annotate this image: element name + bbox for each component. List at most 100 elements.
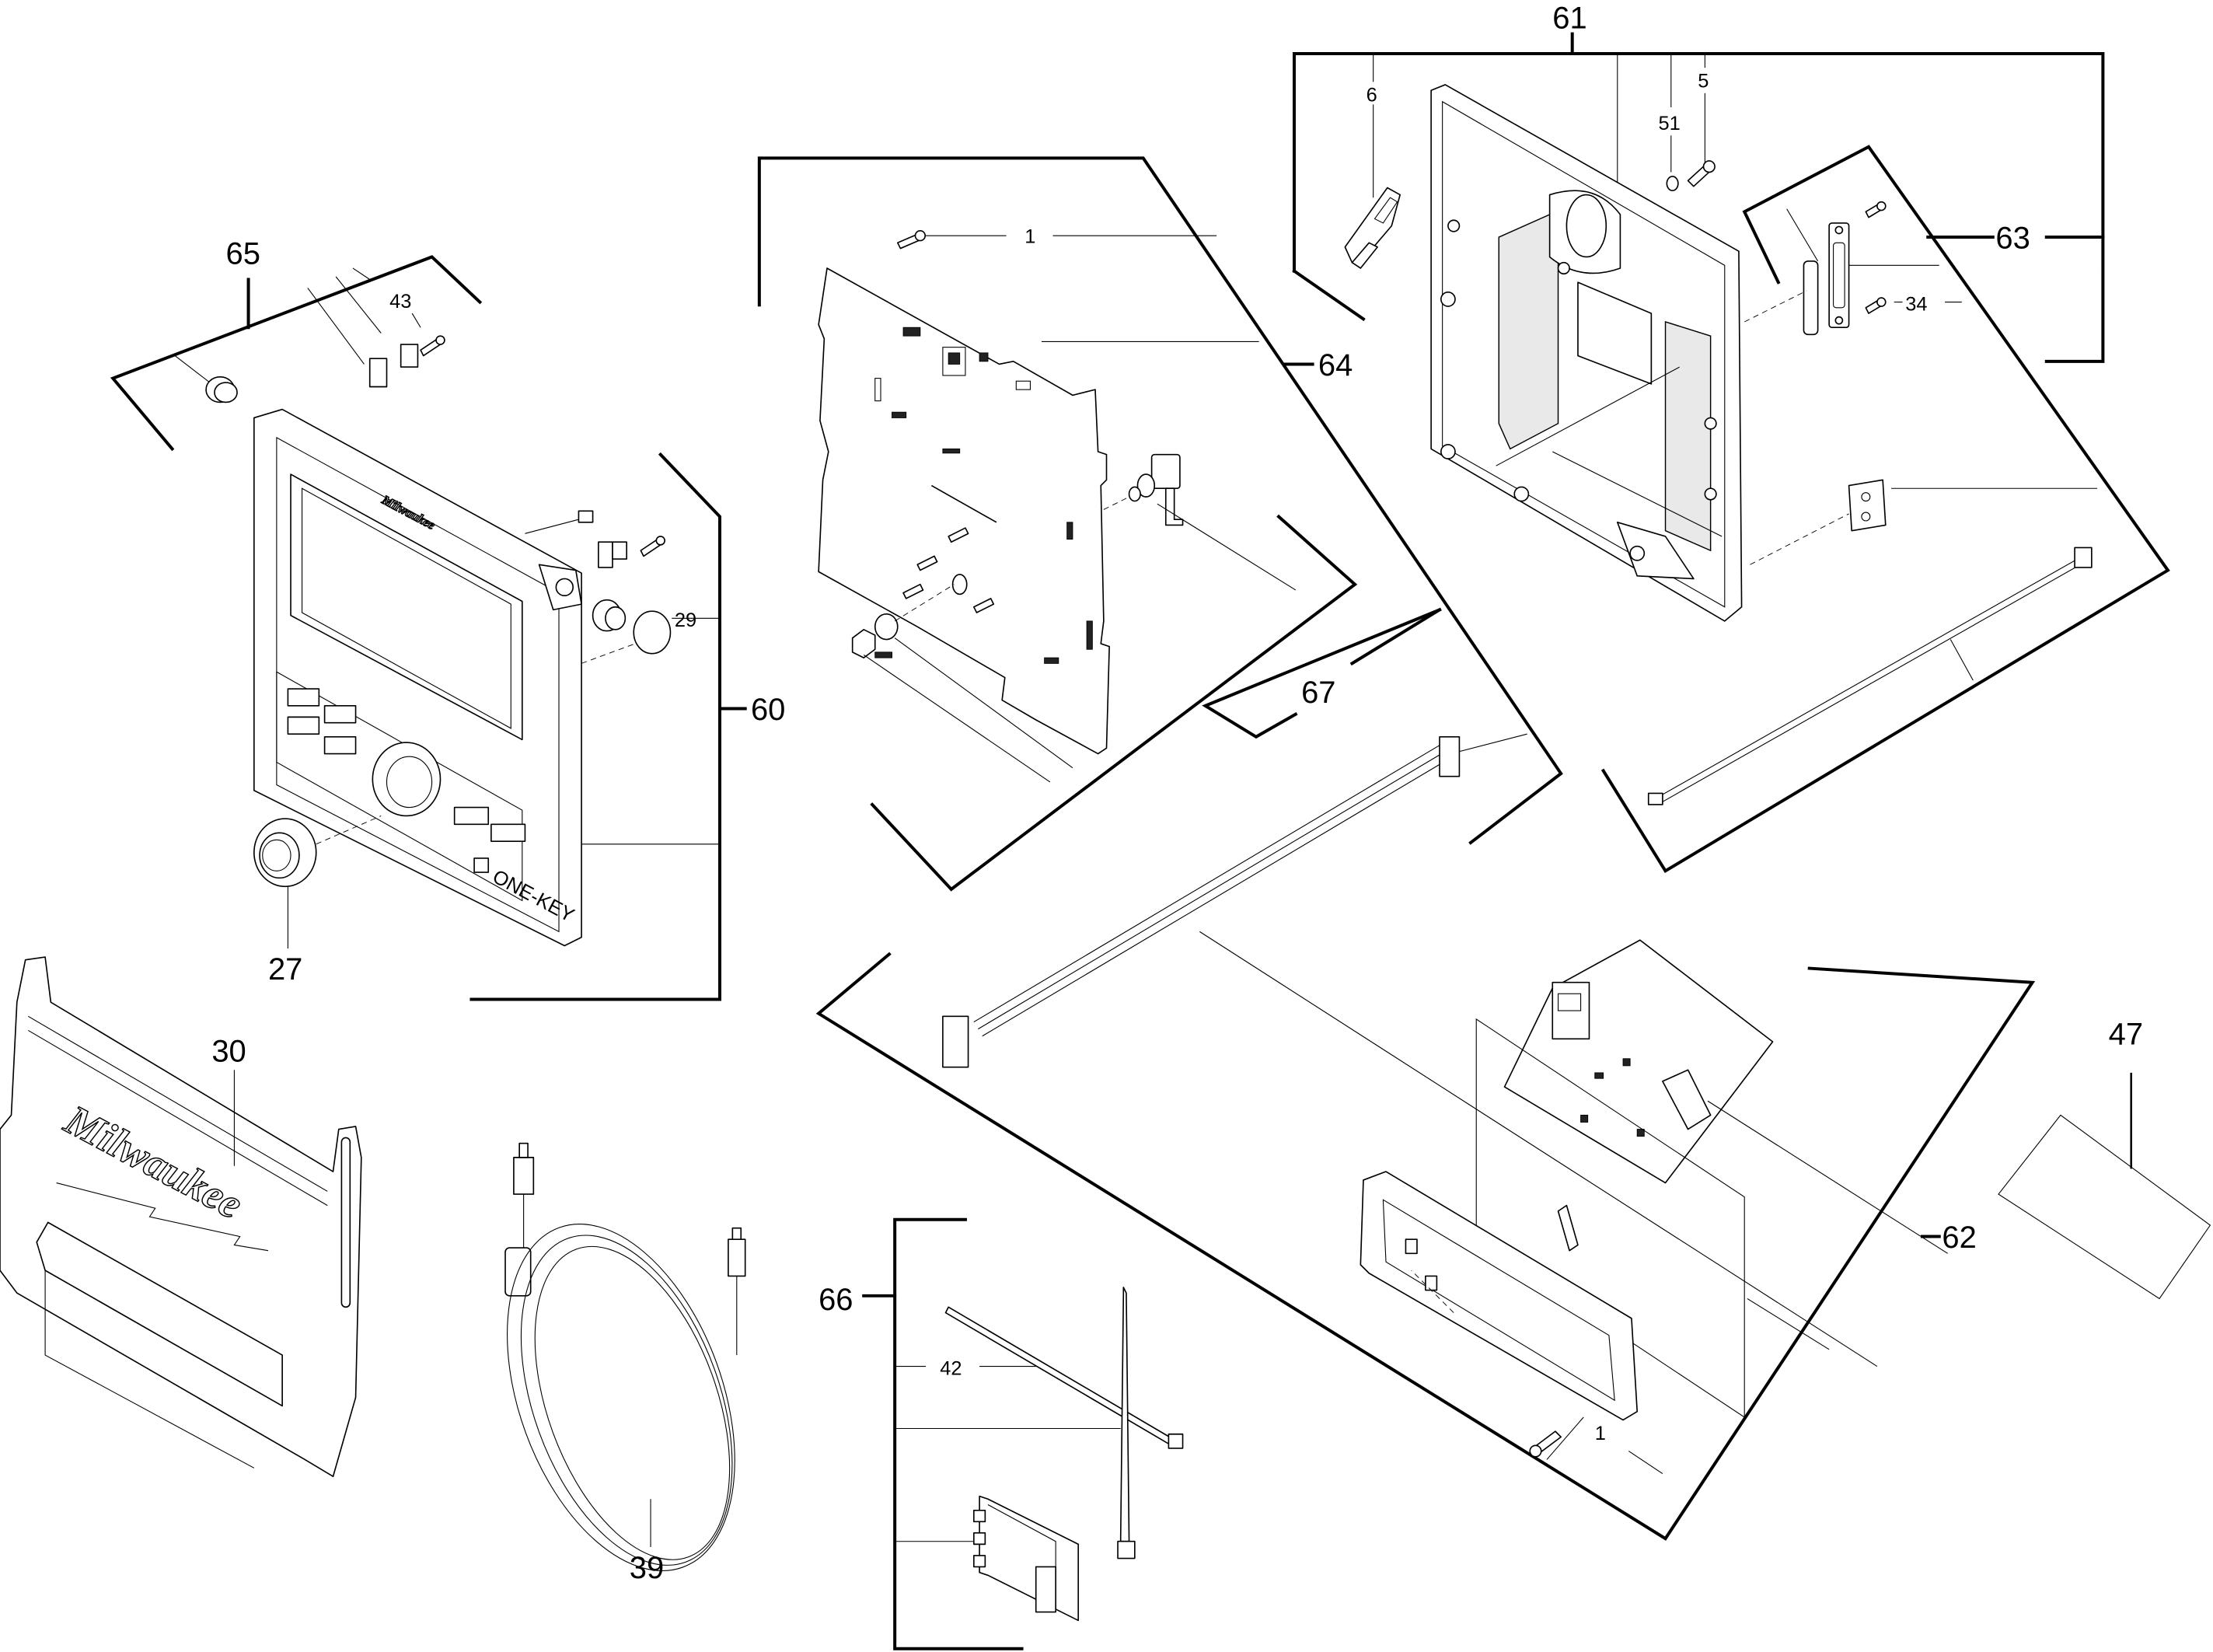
- screw-internal: [1557, 1204, 1579, 1252]
- leader-43b: [411, 313, 421, 328]
- callout-27[interactable]: 27: [268, 952, 302, 987]
- usb-gasket: [1475, 1018, 1745, 1418]
- button-cap: [205, 375, 238, 403]
- knob-27: [253, 818, 317, 888]
- leader-nut: [863, 655, 1051, 783]
- bracket-62: [815, 952, 2036, 1541]
- bracket-67-lower: [1202, 607, 1442, 739]
- group-60-front-housing: 60 29 ONE-KEY Milwaukee: [253, 408, 785, 1001]
- o-ring-dash: [581, 643, 636, 664]
- bracket-65: [110, 255, 483, 452]
- callout-63[interactable]: 63: [1995, 222, 2030, 256]
- bracket-66: [893, 1217, 1024, 1650]
- leader-gasket: [1747, 1298, 1830, 1350]
- callout-47[interactable]: 47: [2109, 1018, 2143, 1052]
- main-pcb: [818, 267, 1110, 755]
- knob-dash: [316, 816, 382, 845]
- bracket-61-diag: [1292, 268, 1366, 322]
- button-plate: [400, 344, 419, 368]
- knob-ring: [372, 742, 442, 817]
- callout-67[interactable]: 67: [1301, 676, 1335, 710]
- label-part-47: 47: [1998, 1018, 2211, 1300]
- callout-43[interactable]: 43: [389, 291, 411, 313]
- housing-plate: [612, 541, 627, 560]
- callout-65[interactable]: 65: [226, 237, 260, 271]
- lock-washer: [874, 613, 899, 641]
- rear-housing-part: [1430, 84, 1743, 622]
- washer-51: [1666, 176, 1679, 191]
- frame-dash: [1411, 1270, 1454, 1313]
- leader-long-cable: [1949, 639, 1974, 681]
- hinge-bracket: [1828, 222, 1850, 329]
- callout-64[interactable]: 64: [1318, 348, 1353, 382]
- callout-29[interactable]: 29: [675, 609, 696, 631]
- callout-1-top[interactable]: 1: [1024, 225, 1035, 247]
- clip-dash: [1750, 513, 1849, 565]
- group-65-button-kit: 65 43: [110, 237, 483, 452]
- bracket-67-upper: [870, 514, 1358, 892]
- latch-part-6: [1344, 187, 1401, 269]
- cover-part-30: Milwaukee: [0, 956, 362, 1478]
- screw-43: [420, 335, 445, 357]
- group-62-usb-board: 62: [815, 735, 2036, 1541]
- nut: [851, 628, 876, 658]
- housing-bushing: [592, 599, 627, 632]
- screw-63-top: [1865, 201, 1887, 218]
- group-67-ribbon-cable: 67: [870, 514, 1527, 892]
- button-pad: [368, 358, 388, 388]
- leader-65-button: [174, 355, 212, 385]
- cable-tie-42: [944, 1306, 1184, 1449]
- bracket-61: [1292, 51, 2105, 363]
- washer-dash: [894, 584, 955, 622]
- callout-6[interactable]: 6: [1367, 85, 1377, 107]
- hinge-gasket: [1803, 260, 1819, 336]
- long-cable: [1647, 547, 2093, 805]
- leader-65-pad: [307, 288, 365, 365]
- callout-60[interactable]: 60: [751, 693, 785, 727]
- o-ring-29: [633, 610, 672, 655]
- callout-61[interactable]: 61: [1552, 1, 1586, 35]
- leader-43: [352, 267, 371, 280]
- housing-pad: [598, 541, 613, 568]
- cable-tie-vertical: [1117, 1287, 1136, 1559]
- callout-66[interactable]: 66: [819, 1283, 853, 1317]
- hinge-dash: [1744, 290, 1807, 323]
- housing-connector: [525, 510, 594, 534]
- leader-encoder: [1157, 503, 1297, 591]
- leader-usb-pcb: [1707, 1100, 1948, 1254]
- callout-39[interactable]: 39: [630, 1551, 664, 1585]
- screw-1-top: [896, 230, 927, 250]
- group-66-connector-kit: 66 42: [819, 1217, 1184, 1650]
- leader-1-bottom-b: [1628, 1451, 1663, 1475]
- leader-65-plate: [335, 276, 382, 334]
- usb-frame: [1360, 1171, 1639, 1421]
- connector-board: [973, 1495, 1080, 1622]
- screw-34: [1865, 297, 1887, 314]
- bracket-67-line: [1349, 607, 1442, 666]
- bracket-63: [1600, 145, 2170, 874]
- callout-62[interactable]: 62: [1942, 1221, 1976, 1255]
- usb-cable-part-39: [504, 1142, 746, 1572]
- group-61-rear-housing: 61 6 51 5: [1292, 1, 2105, 622]
- front-housing-part: ONE-KEY Milwaukee: [253, 408, 582, 947]
- callout-34[interactable]: 34: [1905, 293, 1927, 315]
- screw-5: [1687, 160, 1716, 187]
- callout-30[interactable]: 30: [211, 1034, 246, 1068]
- encoder-dash: [1103, 496, 1129, 510]
- cable-clip: [1848, 479, 1887, 532]
- leader-1-bottom-a: [1546, 1416, 1584, 1460]
- housing-screw: [640, 536, 666, 557]
- callout-1-bottom[interactable]: 1: [1595, 1423, 1606, 1444]
- ribbon-cable-67: [942, 735, 1461, 1068]
- leader-63-plate: [1786, 208, 1819, 262]
- bracket-64: [757, 156, 1563, 845]
- callout-5[interactable]: 5: [1698, 71, 1709, 93]
- bracket-60: [469, 452, 722, 1001]
- callout-42[interactable]: 42: [940, 1357, 962, 1379]
- leader-washer: [894, 637, 1073, 769]
- callout-51[interactable]: 51: [1658, 113, 1680, 134]
- leader-ribbon: [1199, 931, 1878, 1367]
- group-64-main-pcb: 64 1: [757, 156, 1563, 845]
- group-63-hinge-kit: 63 34: [1600, 145, 2170, 874]
